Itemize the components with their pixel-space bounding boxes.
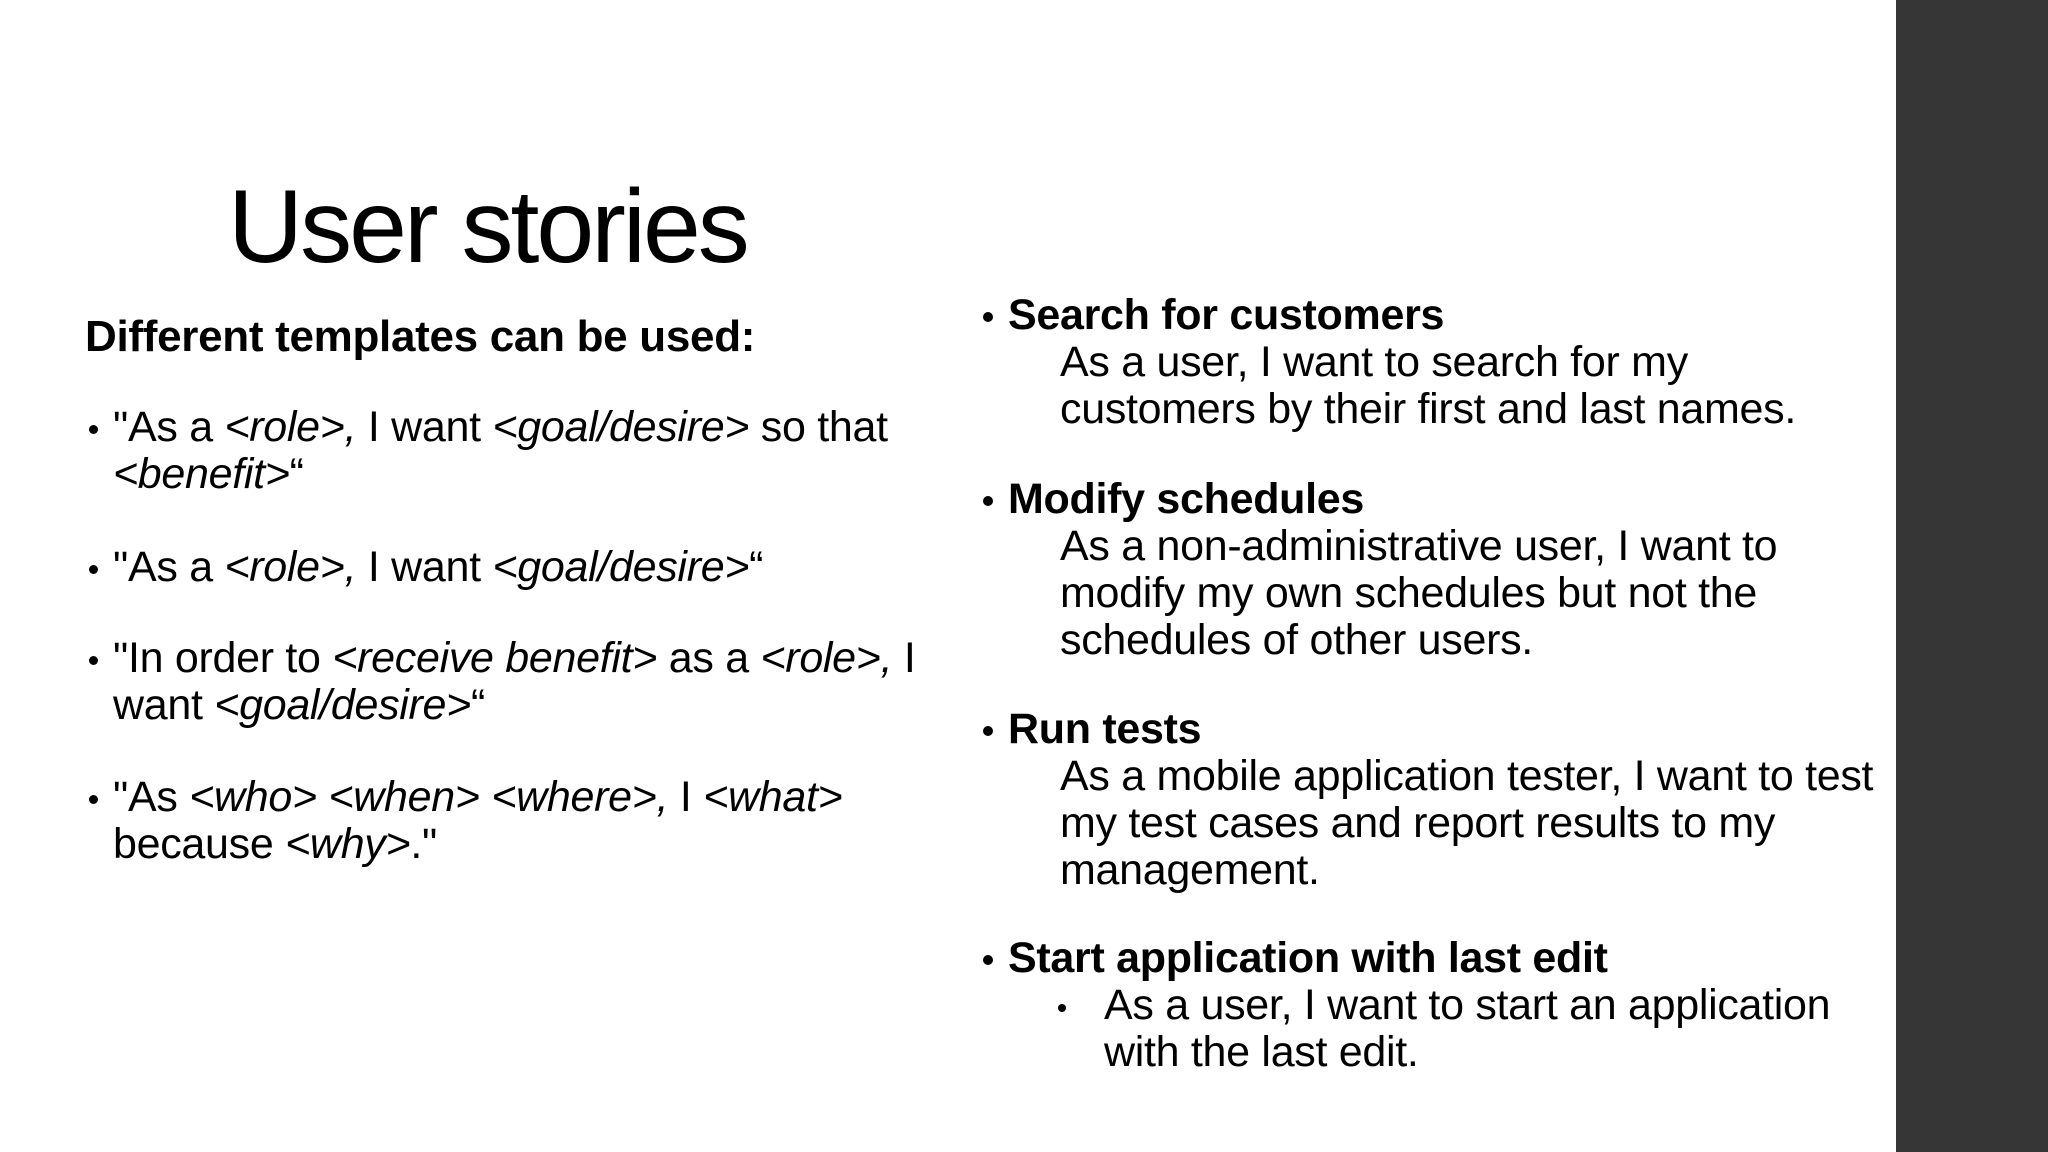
template-placeholder: <role>, (224, 403, 357, 451)
text-run: “ (289, 450, 304, 498)
story-title: Search for customers (1008, 291, 1445, 339)
template-placeholder: <benefit> (113, 450, 290, 498)
list-item: "As <who> <when> <where>, I <what>becaus… (85, 773, 843, 868)
right-sidebar (1896, 0, 2048, 1152)
text-run: “ (470, 681, 485, 729)
text-run: “ (749, 543, 764, 591)
text-run: as a (657, 634, 761, 682)
list-item-line: want <goal/desire>“ (113, 682, 916, 729)
story-body: As a user, I want to start an applicatio… (1058, 981, 1831, 1076)
template-placeholder: <role>, (224, 543, 357, 591)
template-placeholder: <role>, (760, 634, 893, 682)
template-placeholder: <why> (285, 820, 411, 868)
story-line: customers by their first and last names. (1060, 385, 1797, 433)
story-title: Run tests (1008, 705, 1202, 753)
page-title: User stories (228, 169, 750, 285)
list-item: "As a <role>, I want <goal/desire>“ (85, 544, 763, 591)
template-placeholder: <receive benefit> (332, 634, 658, 682)
text-run: because (113, 820, 286, 868)
bullet-icon (89, 795, 98, 804)
template-placeholder: <goal/desire> (492, 543, 750, 591)
story-line: As a user, I want to start an applicatio… (1104, 981, 1831, 1029)
text-run: "As a (113, 543, 225, 591)
story-line: management. (1060, 846, 1320, 894)
sub-bullet-icon (1058, 1004, 1066, 1012)
template-placeholder: <goal/desire> (214, 681, 471, 729)
bullet-icon (983, 955, 993, 965)
list-item-line: "As a <role>, I want <goal/desire>“ (113, 544, 763, 591)
story-line: As a user, I want to search for my (1060, 338, 1688, 386)
story-line: As a non-administrative user, I want to (1060, 522, 1778, 570)
text-run: "In order to (113, 634, 333, 682)
list-item-line: "As a <role>, I want <goal/desire> so th… (113, 404, 888, 451)
text-run: ." (410, 820, 437, 868)
text-run: I want (356, 403, 493, 451)
text-run: want (113, 681, 215, 729)
bullet-icon (983, 496, 993, 506)
list-item-line: "In order to <receive benefit> as a <rol… (113, 635, 916, 682)
story-title: Modify schedules (1008, 475, 1364, 523)
list-item: "In order to <receive benefit> as a <rol… (85, 635, 916, 729)
list-item-line: <benefit>“ (113, 451, 888, 498)
story-line: schedules of other users. (1060, 616, 1533, 664)
text-run: "As a (113, 403, 225, 451)
story-title: Start application with last edit (1008, 934, 1608, 982)
bullet-icon (89, 565, 98, 574)
story-body: As a mobile application tester, I want t… (1060, 752, 1874, 894)
bullet-icon (89, 656, 98, 665)
story-line: modify my own schedules but not the (1060, 569, 1757, 617)
list-item-line: because <why>." (113, 821, 842, 868)
bullet-icon (89, 425, 98, 434)
template-placeholder: <what> (703, 773, 843, 821)
template-placeholder: <where>, (491, 773, 669, 821)
text-run: I want (356, 543, 493, 591)
story-line: my test cases and report results to my (1060, 799, 1776, 847)
text-run: I (892, 634, 916, 682)
bullet-icon (983, 312, 993, 322)
story-line: As a mobile application tester, I want t… (1060, 752, 1874, 800)
template-placeholder: <who> (189, 773, 317, 821)
bullet-icon (983, 726, 993, 736)
template-placeholder: <when> (328, 773, 480, 821)
intro-heading: Different templates can be used: (85, 312, 756, 361)
text-run: so that (749, 403, 888, 451)
text-run: "As (113, 773, 190, 821)
list-item-line: "As <who> <when> <where>, I <what> (113, 773, 843, 821)
story-line: with the last edit. (1104, 1028, 1419, 1076)
template-placeholder: <goal/desire> (492, 403, 750, 451)
text-run: I (668, 773, 704, 821)
list-item: "As a <role>, I want <goal/desire> so th… (85, 404, 888, 498)
